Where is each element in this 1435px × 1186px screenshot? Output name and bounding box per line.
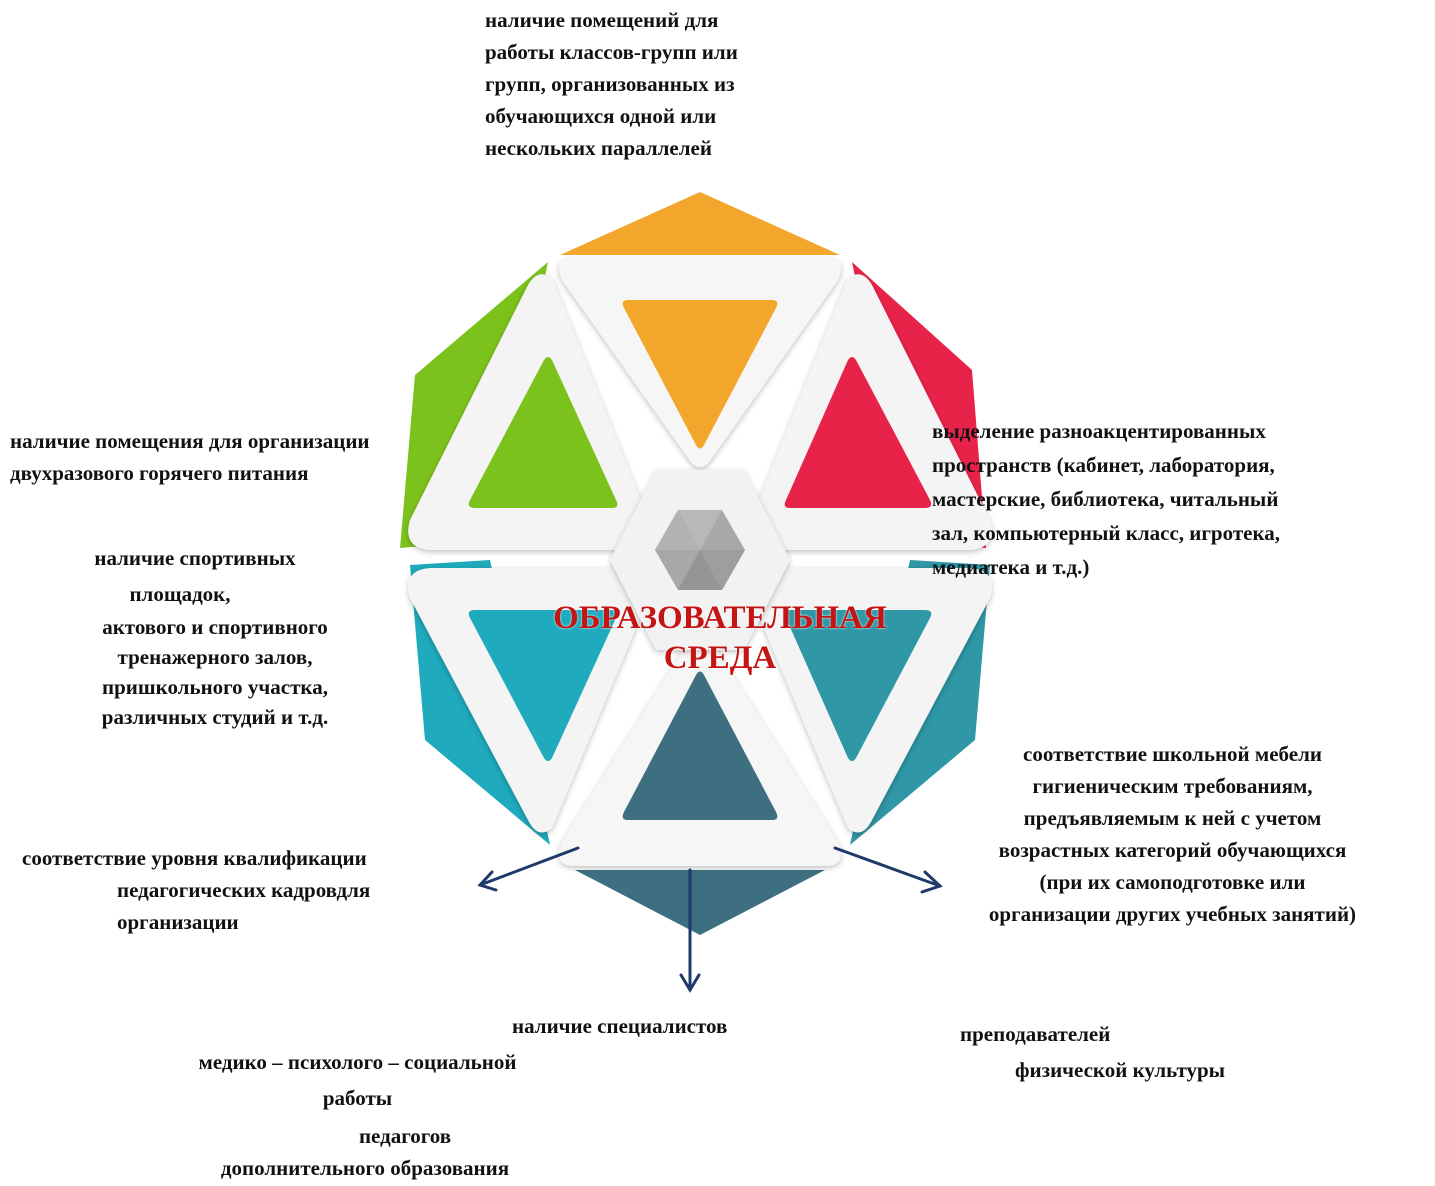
label-line: групп, организованных из [485, 72, 735, 96]
label-line: предъявляемым к ней с учетом [1023, 806, 1322, 830]
label-line: медико – психолого – социальной [198, 1050, 517, 1074]
arrow-right-head [920, 870, 943, 894]
hub-facet [655, 510, 700, 550]
label-line: соответствие уровня квалификации [22, 846, 367, 870]
label-right-lower: соответствие школьной мебели гигиеническ… [915, 738, 1430, 930]
label-line: площадок, [129, 582, 231, 606]
label-line: организации других учебных занятий) [988, 902, 1357, 926]
label-line: физической культуры [1015, 1058, 1226, 1082]
label-line: наличие помещения для организации [10, 429, 370, 453]
label-line: соответствие школьной мебели [1023, 742, 1322, 766]
label-left-upper: наличие помещения для организации двухра… [10, 425, 370, 489]
label-teachers-pe: преподавателей физической культуры [960, 1016, 1225, 1088]
arrow-left-head [477, 870, 498, 892]
label-line: актового и спортивного [102, 615, 328, 639]
label-line: различных студий и т.д. [101, 705, 329, 729]
label-line: педагогов [358, 1124, 452, 1148]
label-line: зал, компьютерный класс, игротека, [932, 521, 1280, 545]
label-line: наличие помещений для [485, 8, 719, 32]
label-left-lower: соответствие уровня квалификации педагог… [22, 842, 370, 938]
label-line: работы классов-групп или [485, 40, 738, 64]
label-line: нескольких параллелей [485, 136, 712, 160]
segment-lower-right-inner [784, 610, 932, 761]
hub-facet [700, 550, 745, 590]
label-line: работы [322, 1086, 393, 1110]
label-line: двухразового горячего питания [10, 461, 309, 485]
segment-bottom-inner [622, 671, 778, 820]
label-line: дополнительного образования [220, 1156, 510, 1180]
center-title-line1: ОБРАЗОВАТЕЛЬНАЯ [553, 600, 887, 636]
label-line: преподавателей [960, 1022, 1111, 1046]
label-line: пространств (кабинет, лаборатория, [932, 453, 1275, 477]
label-line: организации [117, 910, 239, 934]
label-line: наличие спортивных [94, 546, 296, 570]
label-line: мастерские, библиотека, читальный [932, 487, 1279, 511]
hub-facet [678, 510, 722, 550]
center-title: ОБРАЗОВАТЕЛЬНАЯ СРЕДА [470, 598, 970, 678]
arrow-down-head [679, 973, 701, 993]
arrow-left-line [478, 846, 580, 887]
segment-top-inner [622, 300, 778, 449]
label-line: гигиеническим требованиям, [1032, 774, 1313, 798]
label-line: обучающихся одной или [485, 104, 717, 128]
label-top: наличие помещений для работы классов-гру… [485, 4, 738, 164]
segment-top-outer [560, 192, 840, 255]
label-left-sports: наличие спортивных площадок, актового и … [40, 540, 390, 732]
segment-lower-left-inner [468, 610, 618, 761]
hub-facet [678, 550, 722, 590]
arrow-right-line [833, 846, 942, 888]
label-line: пришкольного участка, [102, 675, 328, 699]
label-line: выделение разноакцентированных [932, 419, 1266, 443]
label-teachers-add: педагогов дополнительного образования [150, 1120, 580, 1184]
label-line: медиатека и т.д.) [932, 555, 1090, 579]
label-line: возрастных категорий обучающихся [998, 838, 1347, 862]
label-line: тренажерного залов, [117, 645, 313, 669]
label-line: (при их самоподготовке или [1039, 870, 1306, 894]
label-medico: медико – психолого – социальной работы [135, 1044, 580, 1116]
segment-upper-left-inner [468, 357, 618, 508]
segment-upper-right-inner [784, 357, 932, 508]
label-line: педагогических кадровдля [117, 878, 371, 902]
segment-bottom-outer [575, 870, 825, 935]
label-specialists: наличие специалистов [512, 1014, 728, 1038]
label-right-upper: выделение разноакцентированных пространс… [932, 414, 1280, 584]
center-title-line2: СРЕДА [663, 640, 777, 676]
